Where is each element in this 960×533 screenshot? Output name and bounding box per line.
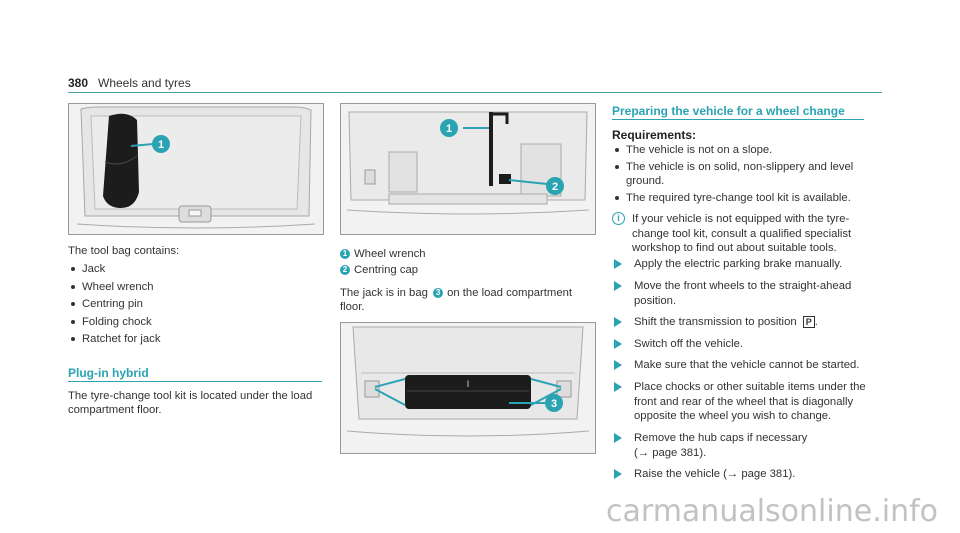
watermark: carmanualsonline.info (606, 494, 938, 529)
section-heading-plugin-hybrid: Plug-in hybrid (68, 366, 149, 380)
step-item: Make sure that the vehicle cannot be sta… (612, 358, 904, 373)
wrench-illustration: 1 2 (341, 104, 595, 234)
jack-callout-3: 3 (433, 288, 444, 298)
requirements-list: The vehicle is not on a slope. The vehic… (612, 143, 882, 205)
step-text: Switch off the vehicle. (634, 338, 744, 350)
list-item: The required tyre-change tool kit is ava… (612, 191, 882, 206)
step-text: Make sure that the vehicle cannot be sta… (634, 359, 860, 371)
list-item: Ratchet for jack (68, 332, 318, 347)
plugin-text-line: The tyre-change tool kit is located unde… (68, 390, 313, 402)
play-arrow-icon (614, 360, 622, 370)
section-rule (68, 381, 322, 382)
note-box: i If your vehicle is not equipped with t… (612, 212, 902, 256)
step-text: Apply the electric parking brake manuall… (634, 258, 843, 270)
list-item-text: The vehicle is not on a slope. (626, 144, 773, 156)
callout-2: 2 (552, 181, 558, 193)
legend-label: Centring cap (354, 264, 419, 276)
step-text: Place chocks or other suitable items und… (634, 381, 866, 393)
list-item: Folding chock (68, 315, 318, 330)
step-text: . (814, 316, 818, 328)
step-link[interactable]: (→ page 381). (634, 446, 707, 459)
legend-num: 2 (340, 265, 350, 275)
figure-jack-bag: I 3 (340, 322, 596, 454)
step-text: Move the front wheels to the straight-ah… (634, 280, 852, 292)
step-item: Remove the hub caps if necessary (→ page… (612, 431, 904, 460)
play-arrow-icon (614, 382, 622, 392)
step-text: Shift the transmission to position (634, 316, 797, 328)
legend-item-wheel-wrench: 1 Wheel wrench (340, 247, 426, 262)
note-line: workshop to find out about suitable tool… (632, 242, 837, 254)
step-text: position. (634, 294, 677, 307)
bag-label: I (467, 379, 470, 389)
chapter-title: Wheels and tyres (98, 76, 191, 90)
jack-text-line: floor. (340, 301, 365, 313)
play-arrow-icon (614, 317, 622, 327)
tool-bag-list: Jack Wheel wrench Centring pin Folding c… (68, 262, 318, 347)
step-link[interactable]: Raise the vehicle (→ page 381). (634, 468, 796, 480)
legend-num: 1 (340, 249, 350, 259)
plugin-text-line: compartment floor. (68, 404, 162, 416)
step-item: Apply the electric parking brake manuall… (612, 257, 904, 272)
step-item: Raise the vehicle (→ page 381). (612, 467, 904, 482)
section-rule (612, 119, 864, 120)
park-symbol: P (802, 316, 815, 328)
requirements-heading: Requirements: (612, 128, 697, 142)
jack-text-pre: The jack is in bag (340, 287, 428, 299)
callout-3: 3 (551, 398, 557, 410)
jack-text-post: on the load compartment (447, 287, 573, 299)
step-item: Switch off the vehicle. (612, 337, 904, 352)
figure-tool-bag: 1 (68, 103, 324, 235)
play-arrow-icon (614, 469, 622, 479)
note-line: change tool kit, consult a qualified spe… (632, 227, 852, 240)
page-number: 380 (68, 76, 89, 90)
step-item: Shift the transmission to position P. (612, 315, 904, 330)
step-text: Remove the hub caps if necessary (634, 432, 808, 444)
callout-1: 1 (446, 123, 452, 135)
info-icon: i (612, 212, 625, 225)
jack-bag-illustration: I 3 (341, 323, 595, 453)
list-item: The vehicle is on solid, non-slippery an… (612, 160, 882, 189)
list-item: Jack (68, 262, 318, 277)
header-rule (68, 92, 882, 93)
step-text: opposite the wheel you wish to change. (634, 410, 832, 422)
step-item: Place chocks or other suitable items und… (612, 380, 904, 424)
legend-label: Wheel wrench (354, 248, 426, 260)
tool-bag-illustration: 1 (69, 104, 323, 234)
list-item-text: The vehicle is on solid, non-slippery an… (626, 160, 854, 173)
list-item: Wheel wrench (68, 280, 318, 295)
tool-bag-intro: The tool bag contains: (68, 245, 180, 257)
play-arrow-icon (614, 281, 622, 291)
step-item: Move the front wheels to the straight-ah… (612, 279, 904, 308)
list-item: The vehicle is not on a slope. (612, 143, 882, 158)
section-heading-preparing: Preparing the vehicle for a wheel change (612, 104, 845, 118)
figure-wrench-cap: 1 2 (340, 103, 596, 235)
note-line: If your vehicle is not equipped with the… (632, 213, 850, 225)
callout-1: 1 (158, 139, 164, 151)
list-item: Centring pin (68, 297, 318, 312)
play-arrow-icon (614, 339, 622, 349)
list-item-text: ground. (626, 175, 665, 187)
play-arrow-icon (614, 259, 622, 269)
list-item-text: The required tyre-change tool kit is ava… (626, 191, 851, 204)
step-text: front and rear of the wheel that is diag… (634, 395, 854, 408)
legend-item-centring-cap: 2 Centring cap (340, 263, 418, 278)
play-arrow-icon (614, 433, 622, 443)
